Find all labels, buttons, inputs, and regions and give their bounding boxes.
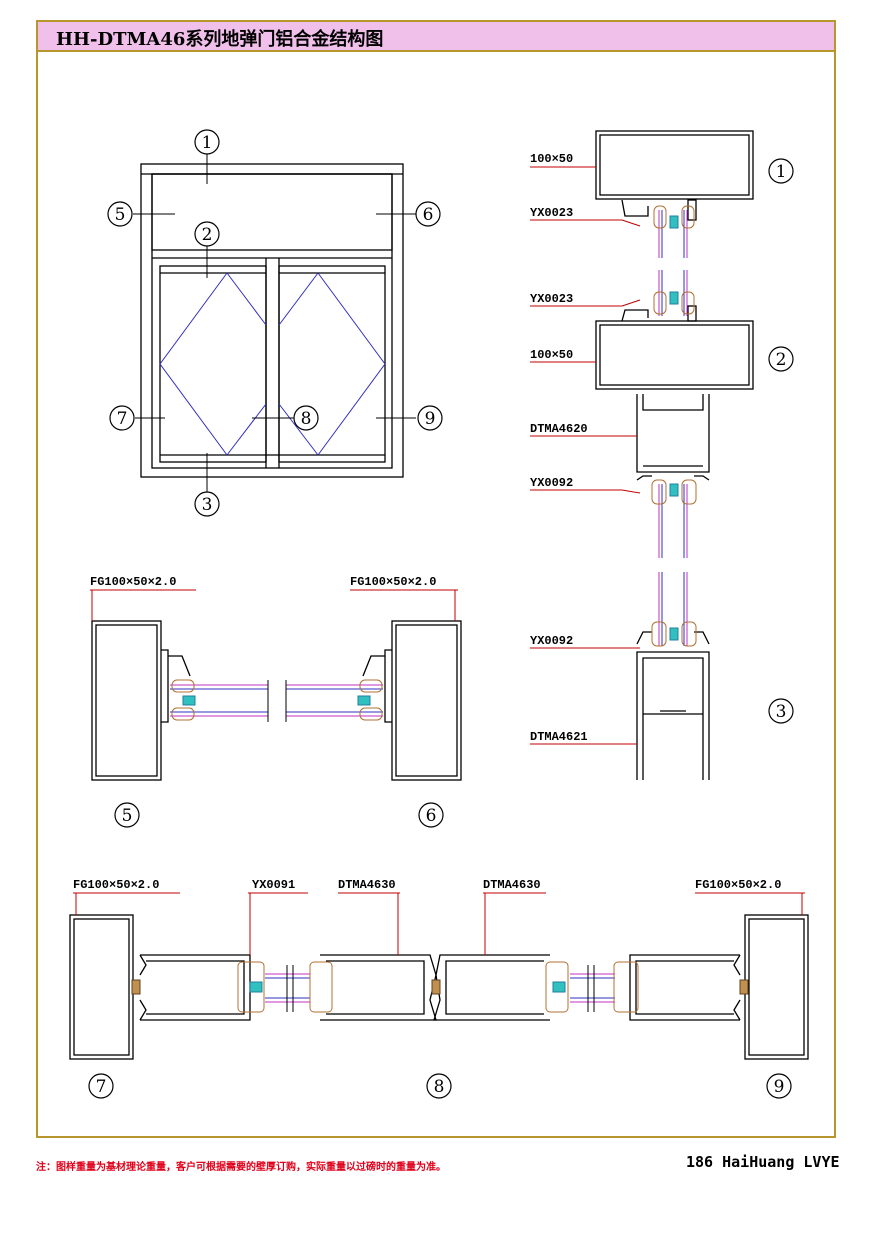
opening-diagonals (159, 272, 386, 456)
page-mark: 186 HaiHuang LVYE (686, 1153, 840, 1171)
door-elevation (140, 163, 404, 478)
s789-label-dtma4630-left: DTMA4630 (338, 878, 396, 892)
elev-marker-8: 8 (301, 409, 312, 429)
s789-label-dtma4630-right: DTMA4630 (483, 878, 541, 892)
s789-label-fg-left: FG100×50×2.0 (73, 878, 159, 892)
vs-label-dtma4620: DTMA4620 (530, 422, 588, 436)
vs-label-dtma4621: DTMA4621 (530, 730, 588, 744)
vs-marker-3: 3 (776, 702, 787, 722)
page-title: HH-DTMA46系列地弹门铝合金结构图 (56, 29, 384, 50)
elev-marker-6: 6 (423, 205, 434, 225)
vs-label-tube-mid: 100×50 (530, 348, 573, 362)
section-5-6 (91, 620, 462, 781)
vs-label-yx0092-top: YX0092 (530, 476, 573, 490)
section-7-8-9-leaders (73, 892, 805, 955)
section-5-6-glass (170, 679, 383, 722)
section-5-6-leaders (90, 589, 458, 621)
footer-note: 注：图样重量为基材理论重量，客户可根据需要的壁厚订购，实际重量以过磅时的重量为准… (36, 1162, 446, 1173)
elev-marker-5: 5 (115, 205, 126, 225)
s789-marker-9: 9 (774, 1077, 785, 1097)
vertical-leaders (530, 166, 641, 745)
vs-marker-2: 2 (776, 350, 787, 370)
elev-marker-7: 7 (117, 409, 128, 429)
vertical-glass (651, 205, 697, 647)
s56-marker-6: 6 (426, 806, 437, 826)
s789-label-yx0091: YX0091 (252, 878, 295, 892)
s789-marker-7: 7 (96, 1077, 107, 1097)
elev-marker-2: 2 (202, 225, 213, 245)
vs-label-tube-top: 100×50 (530, 152, 573, 166)
elev-marker-9: 9 (425, 409, 436, 429)
vs-label-yx0023-bottom: YX0023 (530, 292, 573, 306)
vertical-section (595, 130, 754, 780)
s56-marker-5: 5 (122, 806, 133, 826)
vs-label-yx0092-bottom: YX0092 (530, 634, 573, 648)
s789-label-fg-right: FG100×50×2.0 (695, 878, 781, 892)
vs-marker-1: 1 (776, 162, 787, 182)
s789-marker-8: 8 (434, 1077, 445, 1097)
elev-marker-1: 1 (202, 133, 213, 153)
elev-marker-3: 3 (202, 495, 213, 515)
s56-label-left: FG100×50×2.0 (90, 575, 176, 589)
s56-label-right: FG100×50×2.0 (350, 575, 436, 589)
vs-label-yx0023-top: YX0023 (530, 206, 573, 220)
elevation-leaders (133, 153, 416, 492)
title-bar: HH-DTMA46系列地弹门铝合金结构图 (38, 22, 834, 52)
section-7-8-9-glass (131, 961, 749, 1013)
marker-circles (88, 129, 794, 1099)
